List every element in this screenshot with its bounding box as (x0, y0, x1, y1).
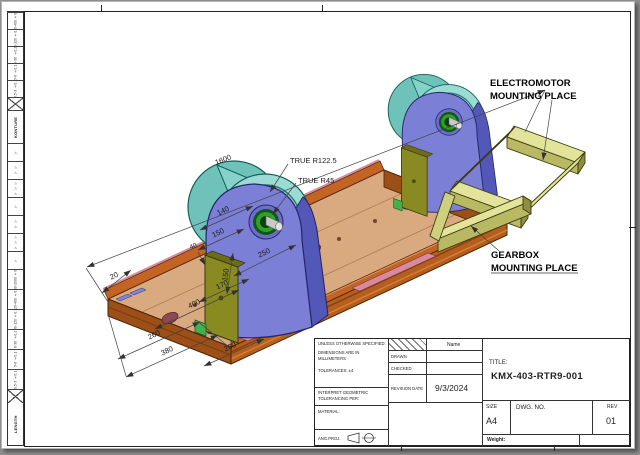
ang-proj-label: ANG.PROJ. (318, 436, 341, 441)
spec-line: TOLERANCES: ±4 (318, 368, 354, 373)
dwg-no-label: DWG. NO. (516, 404, 546, 411)
gearbox-label-line1: GEARBOX (491, 250, 540, 261)
material-cell: MATERIAL: (315, 406, 389, 430)
weight-cell: Weight: (483, 435, 580, 447)
callout-true-r45: TRUE R45 (298, 176, 334, 185)
size-cell: SIZE A4 (483, 401, 511, 435)
drawing-frame (24, 11, 631, 447)
interpret-line: TOLERANCING PER: (318, 396, 360, 401)
checked-cell: CHECKED (389, 363, 427, 375)
checked-label: CHECKED (391, 366, 412, 371)
revision-date-value: 9/3/2024 (435, 383, 469, 393)
name-header: Name (447, 342, 461, 348)
dim-150-h: 150 (220, 268, 231, 282)
title-cell: TITLE: KMX-403-RTR9-001 (483, 339, 631, 401)
spec-line: MILLIMETERS (318, 356, 346, 361)
specs-cell: UNLESS OTHERWISE SPECIFIED: DIMENSIONS A… (315, 339, 389, 388)
dim-380: 380 (159, 344, 174, 357)
weight-value-cell (580, 435, 631, 447)
electromotor-label-line1: ELECTROMOTOR (490, 78, 571, 89)
dwg-no-cell: DWG. NO. (511, 401, 593, 435)
dim-40: 40 (189, 242, 199, 252)
interpret-cell: INTERPRET GEOMETRIC TOLERANCING PER: (315, 388, 389, 406)
border-tick (322, 5, 323, 12)
drawn-label: DRAWN (391, 354, 407, 359)
border-tick (101, 5, 102, 12)
spec-line: UNLESS OTHERWISE SPECIFIED: (318, 341, 386, 346)
drawn-value-cell (427, 351, 483, 363)
title-block: UNLESS OTHERWISE SPECIFIED: DIMENSIONS A… (314, 338, 631, 447)
drawing-number: KMX-403-RTR9-001 (491, 371, 583, 382)
border-tick (554, 445, 555, 451)
material-label: MATERIAL: (318, 409, 340, 414)
weight-label: Weight: (487, 437, 506, 443)
callout-true-r122: TRUE R122.5 (290, 156, 337, 165)
spec-line: DIMENSIONS ARE IN (318, 350, 360, 355)
drawn-cell: DRAWN (389, 351, 427, 363)
border-tick (401, 445, 402, 451)
mounting-labels: ELECTROMOTOR MOUNTING PLACE GEARBOX MOUN… (490, 78, 578, 274)
revision-date-value-cell: 9/3/2024 (427, 375, 483, 403)
interpret-line: INTERPRET GEOMETRIC (318, 390, 369, 395)
dimensions (85, 89, 553, 378)
hatched-cell (389, 339, 427, 351)
title-label: TITLE: (489, 359, 508, 366)
electromotor-label-line2: MOUNTING PLACE (490, 91, 577, 102)
name-header-cell: Name (427, 339, 483, 351)
revision-date-cell: REVISION DATE (389, 375, 427, 403)
rev-value: 01 (606, 416, 617, 426)
clip (115, 287, 147, 302)
size-label: SIZE (486, 404, 498, 410)
checked-value-cell (427, 363, 483, 375)
rev-label: REV (607, 404, 618, 410)
rev-cell: REV 01 (593, 401, 631, 435)
gearbox-label-line2: MOUNTING PLACE (491, 263, 578, 274)
border-tick (629, 227, 636, 228)
approval-empty-cell (389, 403, 483, 447)
angle-projection-cell: ANG.PROJ. (315, 430, 389, 447)
tolerance-strip: 120-400 ±0.5 30-120 ±0.3 6-30 ±0.2 3-6 ±… (7, 11, 24, 446)
revision-date-label: REVISION DATE (391, 386, 424, 391)
dim-20: 20 (108, 270, 119, 282)
projection-symbol-icon (347, 432, 376, 444)
size-value: A4 (486, 416, 498, 426)
